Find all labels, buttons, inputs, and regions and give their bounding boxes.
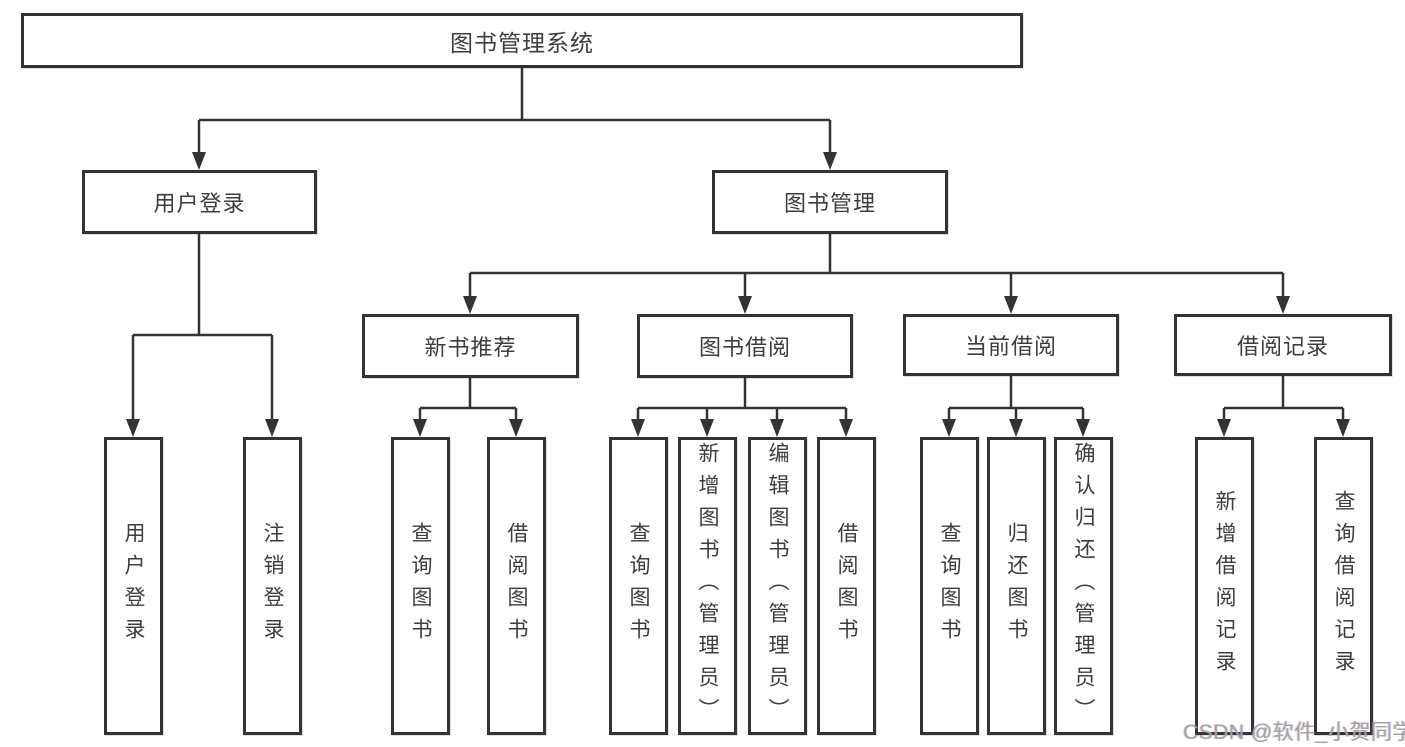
leaf-borrow-books-recommend-label: 借阅图书 <box>505 522 528 650</box>
leaf-query-borrow-record: 查询借阅记录 <box>1314 437 1373 735</box>
leaf-query-books-borrow: 查询图书 <box>609 437 668 735</box>
leaf-logout: 注销登录 <box>243 437 302 735</box>
leaf-return-books-label: 归还图书 <box>1005 522 1028 650</box>
node-user-login-label: 用户登录 <box>153 191 246 216</box>
node-user-login: 用户登录 <box>82 170 317 234</box>
leaf-borrow-books-recommend: 借阅图书 <box>487 437 546 735</box>
leaf-query-books-current-label: 查询图书 <box>938 522 961 650</box>
leaf-add-borrow-record-label: 新增借阅记录 <box>1213 490 1236 682</box>
node-root: 图书管理系统 <box>21 13 1023 68</box>
leaf-query-books-recommend-label: 查询图书 <box>409 522 432 650</box>
node-current-borrow-label: 当前借阅 <box>964 334 1057 359</box>
leaf-query-books-borrow-label: 查询图书 <box>627 522 650 650</box>
leaf-query-books-recommend: 查询图书 <box>391 437 450 735</box>
connector-borrow-to-leaves <box>636 378 848 421</box>
leaf-logout-label: 注销登录 <box>261 522 284 650</box>
leaf-edit-books-admin-label: 编辑图书（管理员） <box>766 442 789 730</box>
leaf-add-books-admin: 新增图书（管理员） <box>678 437 737 735</box>
node-new-book-recommend: 新书推荐 <box>362 314 579 378</box>
leaf-user-login: 用户登录 <box>104 437 163 735</box>
connector-recommend-to-leaves <box>418 378 518 421</box>
node-book-borrow: 图书借阅 <box>637 314 853 378</box>
node-book-management-label: 图书管理 <box>783 191 876 216</box>
leaf-return-books: 归还图书 <box>987 437 1046 735</box>
leaf-borrow-books-label: 借阅图书 <box>835 522 858 650</box>
leaf-query-borrow-record-label: 查询借阅记录 <box>1332 490 1355 682</box>
leaf-confirm-return-admin: 确认归还（管理员） <box>1054 437 1113 735</box>
leaf-add-borrow-record: 新增借阅记录 <box>1195 437 1254 735</box>
leaf-borrow-books: 借阅图书 <box>817 437 876 735</box>
leaf-confirm-return-admin-label: 确认归还（管理员） <box>1072 442 1095 730</box>
node-new-book-recommend-label: 新书推荐 <box>424 335 517 360</box>
leaf-user-login-label: 用户登录 <box>122 522 145 650</box>
leaf-query-books-current: 查询图书 <box>920 437 979 735</box>
leaf-add-books-admin-label: 新增图书（管理员） <box>696 442 719 730</box>
connector-root-to-level1 <box>197 68 832 153</box>
node-borrow-records-label: 借阅记录 <box>1236 334 1329 359</box>
node-book-management: 图书管理 <box>712 170 948 234</box>
node-current-borrow: 当前借阅 <box>903 314 1119 376</box>
node-root-label: 图书管理系统 <box>450 29 594 56</box>
node-book-borrow-label: 图书借阅 <box>698 335 791 360</box>
csdn-watermark: CSDN @软件_小贺同学 <box>1183 721 1405 744</box>
connector-current-to-leaves <box>947 376 1085 421</box>
connector-userlogin-to-leaves <box>131 234 274 421</box>
connector-records-to-leaves <box>1222 376 1345 421</box>
connector-bookmgmt-to-level2 <box>468 234 1285 297</box>
node-borrow-records: 借阅记录 <box>1174 314 1392 376</box>
leaf-edit-books-admin: 编辑图书（管理员） <box>748 437 807 735</box>
